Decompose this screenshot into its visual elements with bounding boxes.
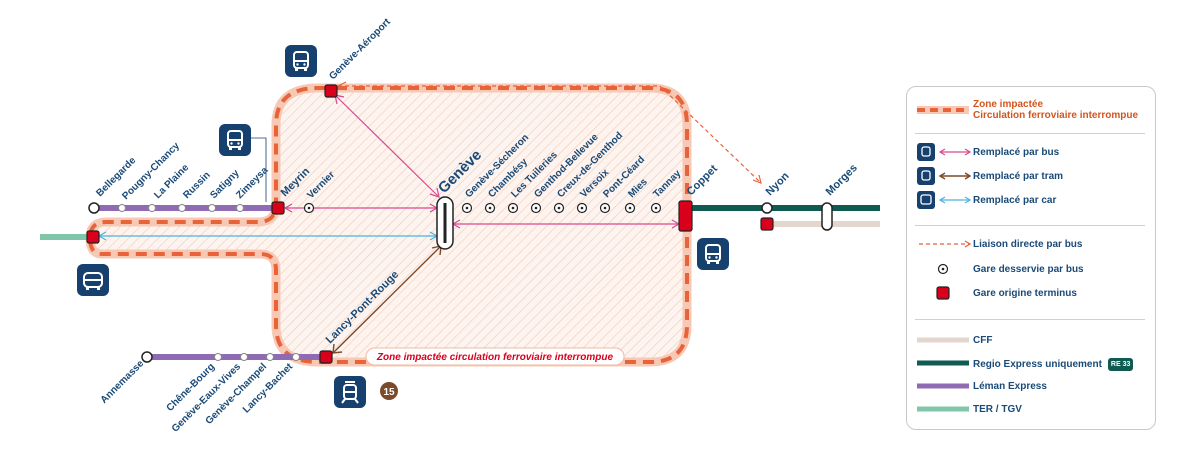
bachet-stop [292,353,300,361]
legend-ter-label: TER / TGV [973,404,1022,415]
morges-stop [821,202,833,231]
legend-leman-label: Léman Express [973,381,1047,392]
label-annemasse: Annemasse [99,358,147,406]
zone-label-pill [365,347,625,366]
legend-bus: Remplacé par bus [907,141,1157,163]
pougny-stop [118,204,126,212]
champel-stop [266,353,274,361]
eaux-vives-stop [240,353,248,361]
annemasse-stop [141,351,153,363]
legend-zone-title: Zone impactée [973,99,1044,110]
car-icon [917,191,935,209]
label-nyon: Nyon [764,170,792,198]
zone-label: Zone impactée circulation ferroviaire in… [376,352,614,363]
nyon-stop [761,202,773,214]
car-icon [77,264,109,296]
tram-icon [917,167,935,185]
tram-arrow [333,246,441,353]
satigny-stop [208,204,216,212]
direct-bus-link [338,85,761,183]
bus-icon [917,143,935,161]
legend-tram-label: Remplacé par tram [973,171,1064,182]
legend-terminus: Gare origine terminus [907,282,1157,304]
legend-direct-bus: Liaison directe par bus [907,233,1157,255]
legend-bus-label: Remplacé par bus [973,147,1060,158]
re33-badge: RE 33 [1107,358,1134,371]
bus-icon [285,45,317,77]
bellegarde-stop [88,202,100,214]
legend-zone-subtitle: Circulation ferroviaire interrompue [973,110,1139,121]
tram-line-number: 15 [383,387,395,398]
legend-cff-label: CFF [973,335,993,346]
legend-car-label: Remplacé par car [973,195,1057,206]
bus-arrow-aeroport-geneve [335,95,439,197]
legend-ter: TER / TGV [907,398,1157,420]
legend-car: Remplacé par car [907,189,1157,211]
legend-leman: Léman Express [907,375,1157,397]
chene-bourg-stop [214,353,222,361]
russin-stop [178,204,186,212]
coppet-terminus [678,200,693,232]
impacted-zone [85,83,692,367]
label-aeroport: Genève-Aéroport [327,16,393,82]
tram-line-badge [380,382,398,400]
bus-icon [219,124,251,156]
la-plaine-stop [148,204,156,212]
legend-terminus-label: Gare origine terminus [973,288,1077,299]
label-zimeysa: Zimeysa [234,165,270,201]
bus-icon [697,238,729,270]
tram-icon [334,376,366,408]
meyrin-terminus [271,201,285,215]
bus-served-stops [303,202,662,214]
legend-regio: Regio Express uniquement RE 33 [907,352,1157,374]
legend-bus-served-label: Gare desservie par bus [973,264,1084,275]
legend-regio-label: Regio Express uniquement [973,359,1102,371]
aeroport-terminus [324,84,338,98]
legend-bus-served: Gare desservie par bus [907,258,1157,280]
zone-swatch [917,106,969,114]
legend-direct-bus-label: Liaison directe par bus [973,239,1083,250]
legend-cff: CFF [907,329,1157,351]
lancy-terminus [319,350,333,364]
zimeysa-stop [236,204,244,212]
label-morges: Morges [824,162,860,198]
legend-tram: Remplacé par tram [907,165,1157,187]
ter-terminus [86,230,100,244]
nyon-terminus [760,217,774,231]
